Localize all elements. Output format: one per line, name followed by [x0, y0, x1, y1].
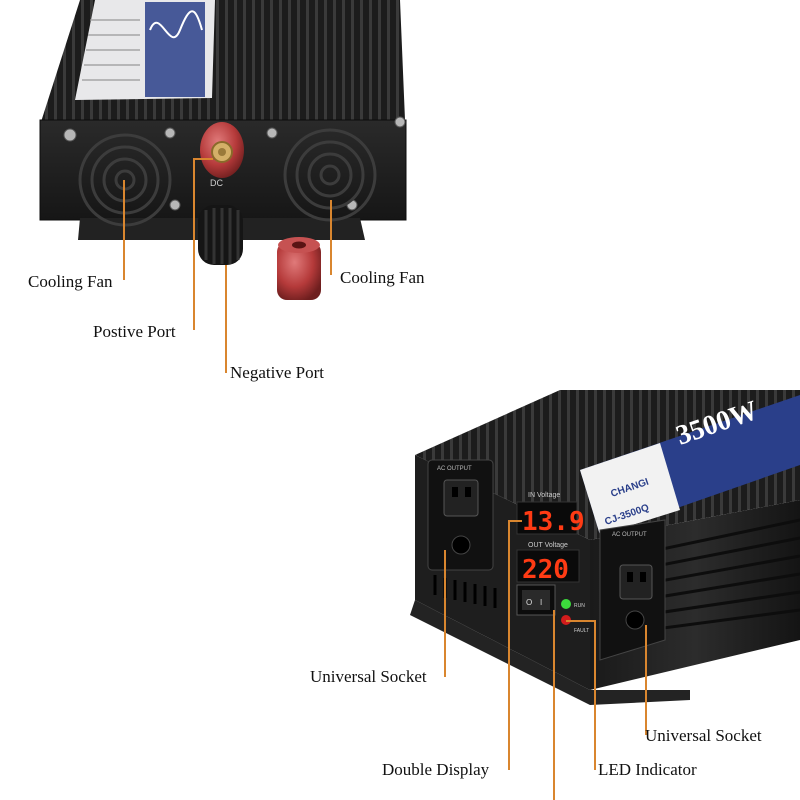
- leader-double-display-a: [508, 520, 510, 770]
- svg-text:O: O: [526, 598, 532, 607]
- leader-cooling-fan-right-v: [330, 200, 332, 275]
- right-ac-socket: AC OUTPUT: [599, 519, 666, 661]
- leader-led-indicator-h: [566, 620, 596, 622]
- leader-universal-socket-right: [645, 625, 647, 735]
- positive-terminal: [200, 122, 244, 178]
- double-display: IN Voltage 13.9 OUT Voltage 220: [516, 492, 585, 585]
- led-indicator: RUN FAULT: [561, 599, 589, 634]
- label-universal-socket-left: Universal Socket: [310, 667, 427, 686]
- svg-text:OUT Voltage: OUT Voltage: [528, 542, 568, 549]
- svg-text:AC OUTPUT: AC OUTPUT: [437, 466, 472, 472]
- leader-positive-port-h: [193, 158, 213, 160]
- power-switch-icon: O I: [516, 584, 556, 616]
- leader-led-indicator-v: [594, 620, 596, 770]
- label-cooling-fan-right: Cooling Fan: [340, 268, 425, 287]
- label-double-display: Double Display: [382, 760, 490, 779]
- top-inverter: DC: [39, 0, 407, 300]
- svg-text:AC OUTPUT: AC OUTPUT: [612, 532, 647, 538]
- svg-text:FAULT: FAULT: [574, 628, 589, 634]
- leader-cooling-fan-left: [123, 180, 125, 280]
- label-negative-port: Negative Port: [230, 363, 324, 382]
- in-voltage-readout: 13.9: [522, 507, 585, 537]
- label-universal-socket-right: Universal Socket: [645, 726, 762, 745]
- svg-text:I: I: [540, 598, 542, 607]
- dc-text: DC: [210, 178, 223, 188]
- svg-text:IN Voltage: IN Voltage: [528, 492, 560, 499]
- left-ac-socket: AC OUTPUT: [427, 459, 494, 571]
- leader-universal-socket-left: [444, 550, 446, 677]
- fan-grille-icon: [78, 133, 172, 227]
- loose-red-cap: [277, 237, 321, 300]
- leader-double-display-h: [508, 520, 522, 522]
- svg-text:RUN: RUN: [574, 603, 585, 609]
- bottom-inverter: CHANGI CJ-3500Q 3500W AC OUTPUT AC OUTPU…: [410, 390, 800, 705]
- label-positive-port: Postive Port: [93, 322, 176, 341]
- label-cooling-fan-left: Cooling Fan: [28, 272, 113, 291]
- leader-positive-port: [193, 158, 195, 330]
- leader-double-display-b: [553, 610, 555, 800]
- leader-negative-port: [225, 265, 227, 373]
- label-led-indicator: LED Indicator: [598, 760, 697, 779]
- negative-terminal: [198, 205, 243, 265]
- out-voltage-readout: 220: [522, 555, 569, 585]
